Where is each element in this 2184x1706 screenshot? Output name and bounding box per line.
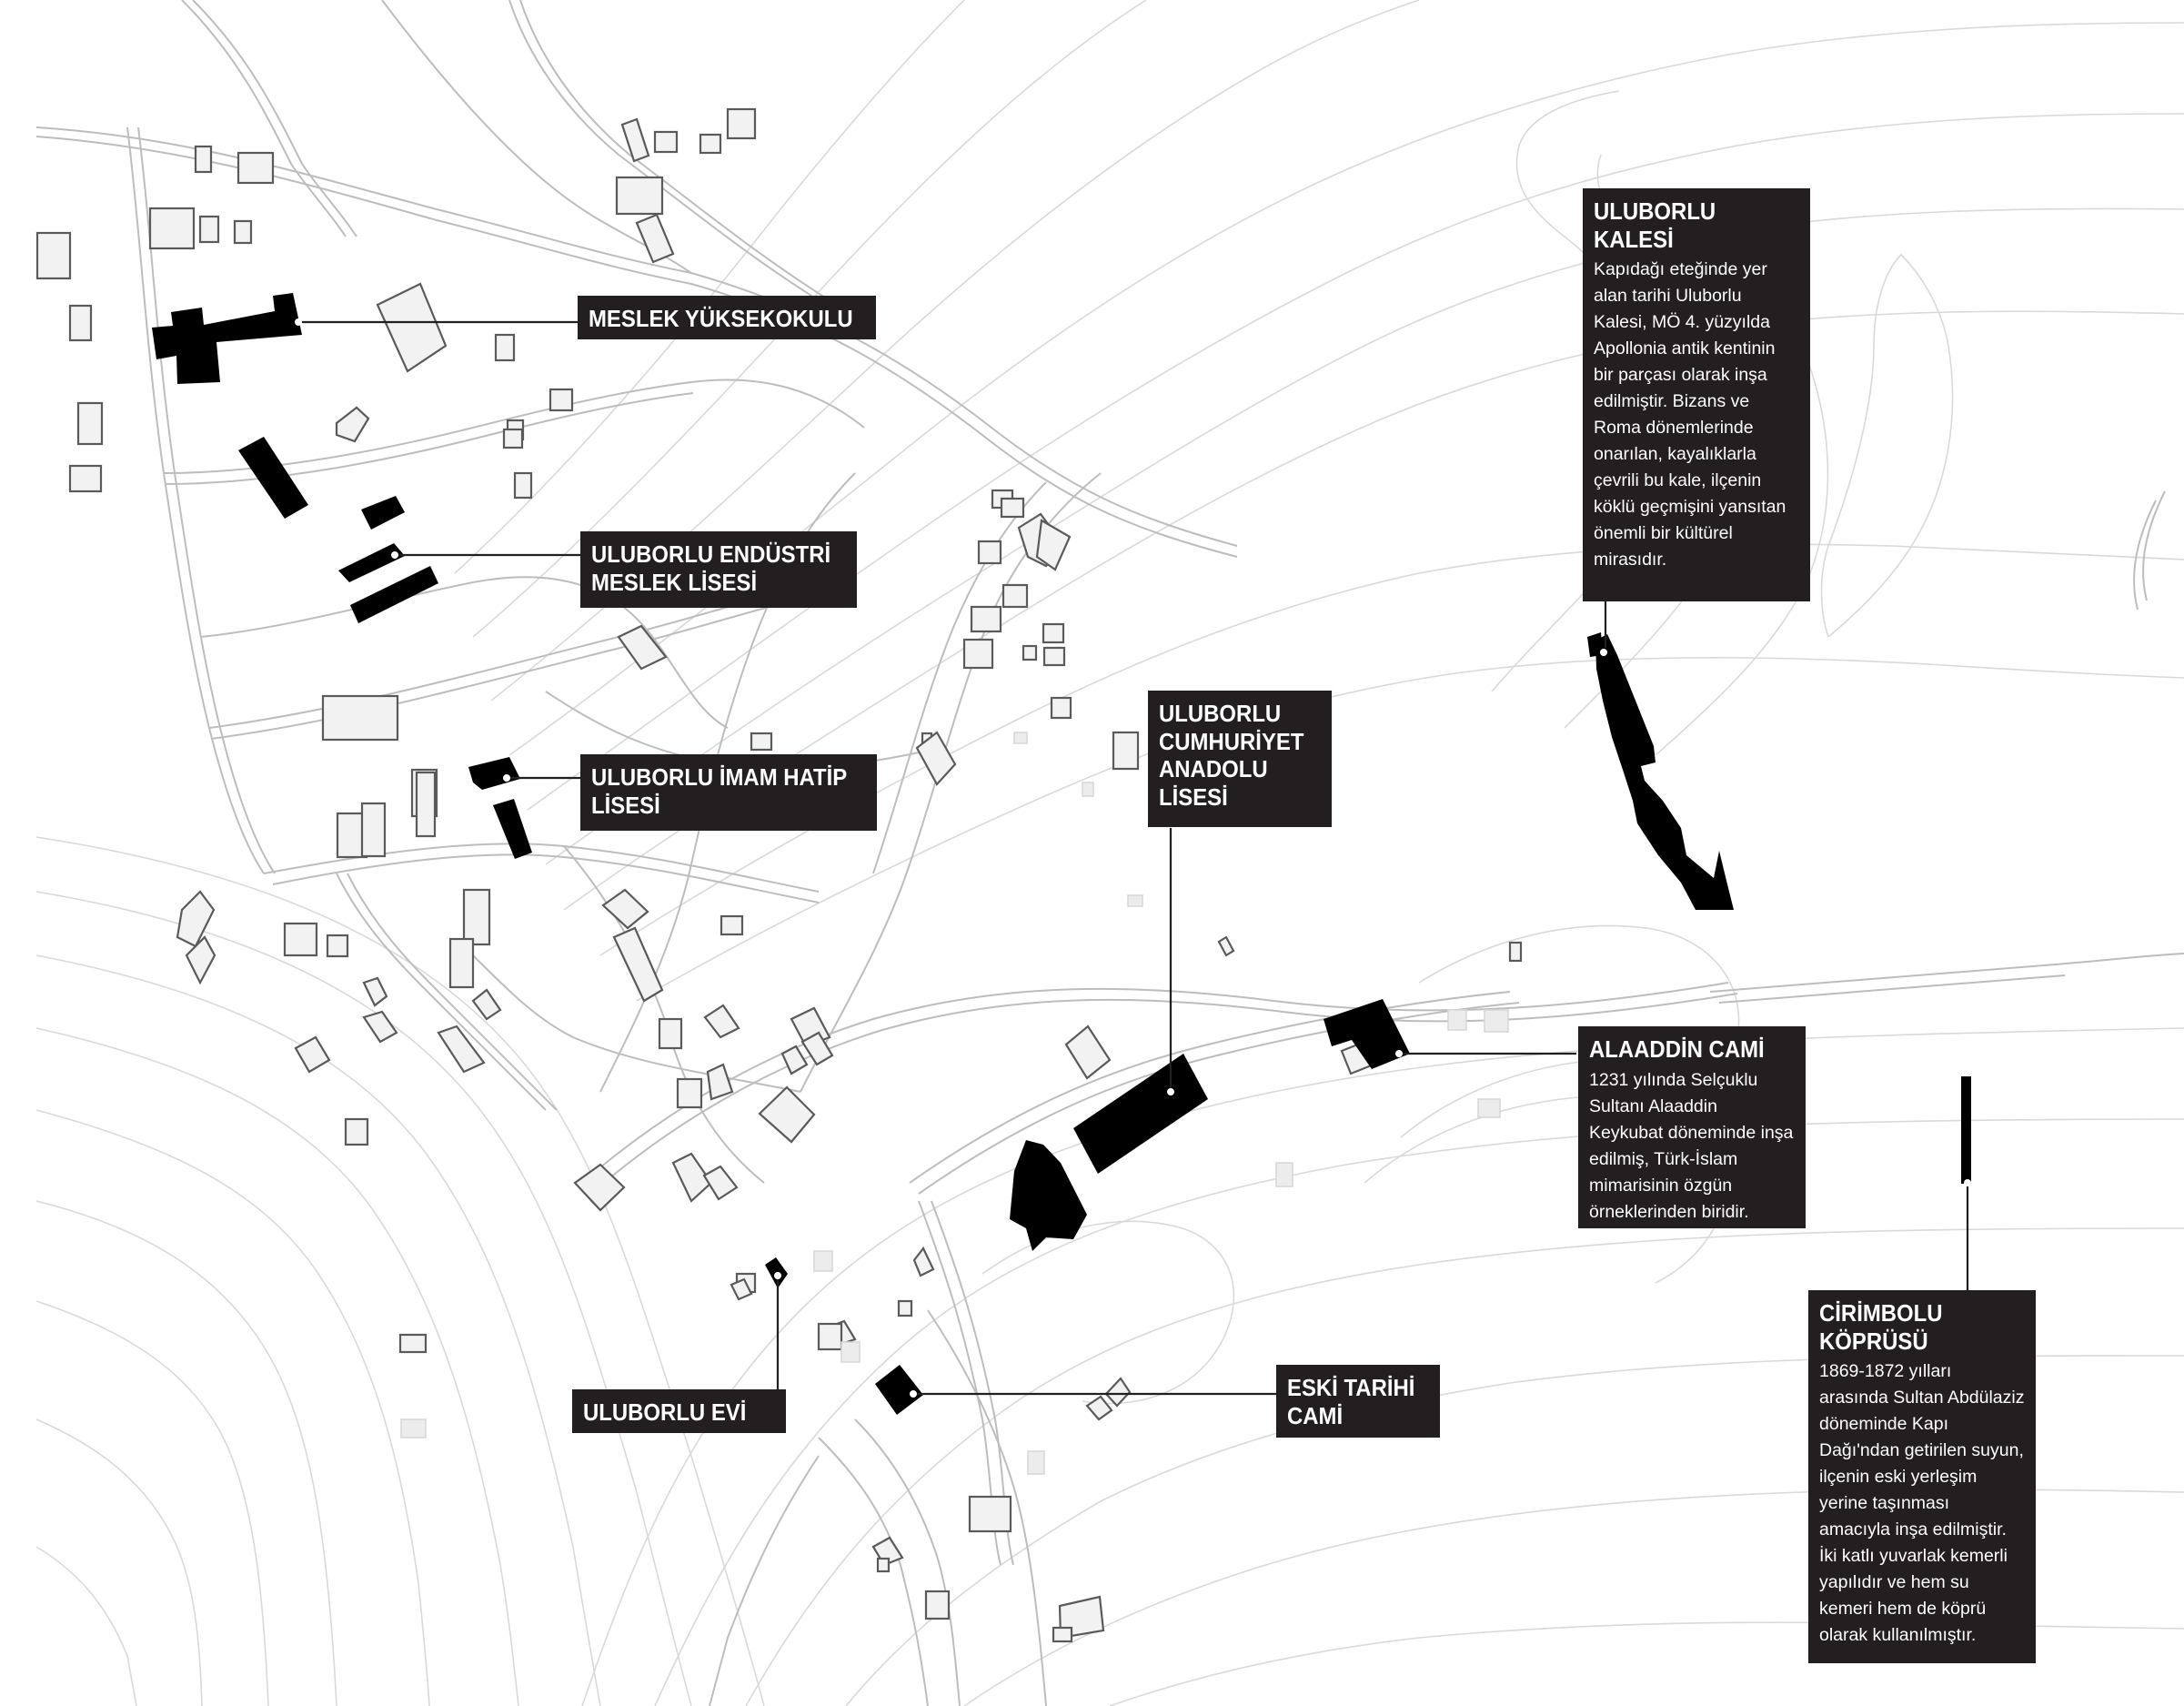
label-imam-hatip: ULUBORLU İMAM HATİP LİSESİ: [580, 754, 877, 831]
landmark-buildings: [152, 293, 1971, 1415]
label-title: ULUBORLU İMAM HATİP LİSESİ: [591, 763, 847, 819]
label-title: ULUBORLU CUMHURİYET ANADOLU LİSESİ: [1159, 700, 1304, 812]
cumhuriyet-anadolu-building-1: [1073, 1054, 1208, 1174]
cumhuriyet-anadolu-building-2: [1010, 1140, 1087, 1251]
alaaddin-cami-building: [1323, 999, 1410, 1069]
label-uluborlu-kalesi: ULUBORLU KALESİ Kapıdağı eteğinde yer al…: [1583, 188, 1810, 601]
label-cirimbolu-koprusu: CİRİMBOLU KÖPRÜSÜ 1869-1872 yılları aras…: [1808, 1290, 2036, 1663]
label-cumhuriyet-anadolu: ULUBORLU CUMHURİYET ANADOLU LİSESİ: [1148, 691, 1332, 827]
imam-hatip-building-2: [493, 799, 532, 859]
imam-hatip-building-1: [468, 757, 520, 790]
label-title: ESKİ TARİHİ CAMİ: [1287, 1374, 1415, 1429]
label-alaaddin-cami: ALAADDİN CAMİ 1231 yılında Selçuklu Sult…: [1578, 1026, 1806, 1228]
label-description: 1231 yılında Selçuklu Sultanı Alaaddin K…: [1589, 1069, 1794, 1222]
label-eski-tarihi-cami: ESKİ TARİHİ CAMİ: [1276, 1365, 1440, 1438]
label-description: 1869-1872 yılları arasında Sultan Abdüla…: [1819, 1361, 2025, 1646]
label-title: ULUBORLU EVİ: [583, 1398, 747, 1426]
label-title: ULUBORLU KALESİ: [1594, 197, 1716, 253]
buildings: [35, 107, 1523, 1643]
endustri-meslek-building-1: [238, 437, 308, 519]
uluborlu-kalesi-wall: [1595, 634, 1734, 910]
label-endustri-meslek: ULUBORLU ENDÜSTRİ MESLEK LİSESİ: [580, 531, 857, 608]
faint-buildings: [400, 732, 1509, 1475]
label-title: ULUBORLU ENDÜSTRİ MESLEK LİSESİ: [591, 540, 831, 596]
label-description: Kapıdağı eteğinde yer alan tarihi Ulubor…: [1594, 259, 1786, 570]
endustri-meslek-building-2: [361, 496, 405, 530]
meslek-yuksekokulu-building: [152, 293, 302, 384]
label-title: MESLEK YÜKSEKOKULU: [589, 305, 853, 332]
label-uluborlu-evi: ULUBORLU EVİ: [572, 1389, 786, 1433]
label-title: CİRİMBOLU KÖPRÜSÜ: [1819, 1299, 1943, 1355]
label-title: ALAADDİN CAMİ: [1589, 1035, 1765, 1063]
endustri-meslek-building-4: [350, 566, 438, 623]
leader-lines: [295, 318, 1971, 1398]
label-meslek-yuksekokulu: MESLEK YÜKSEKOKULU: [578, 296, 876, 339]
eski-tarihi-cami-building: [875, 1365, 923, 1415]
endustri-meslek-building-3: [338, 543, 405, 582]
cirimbolu-koprusu-bridge: [1961, 1076, 1971, 1184]
